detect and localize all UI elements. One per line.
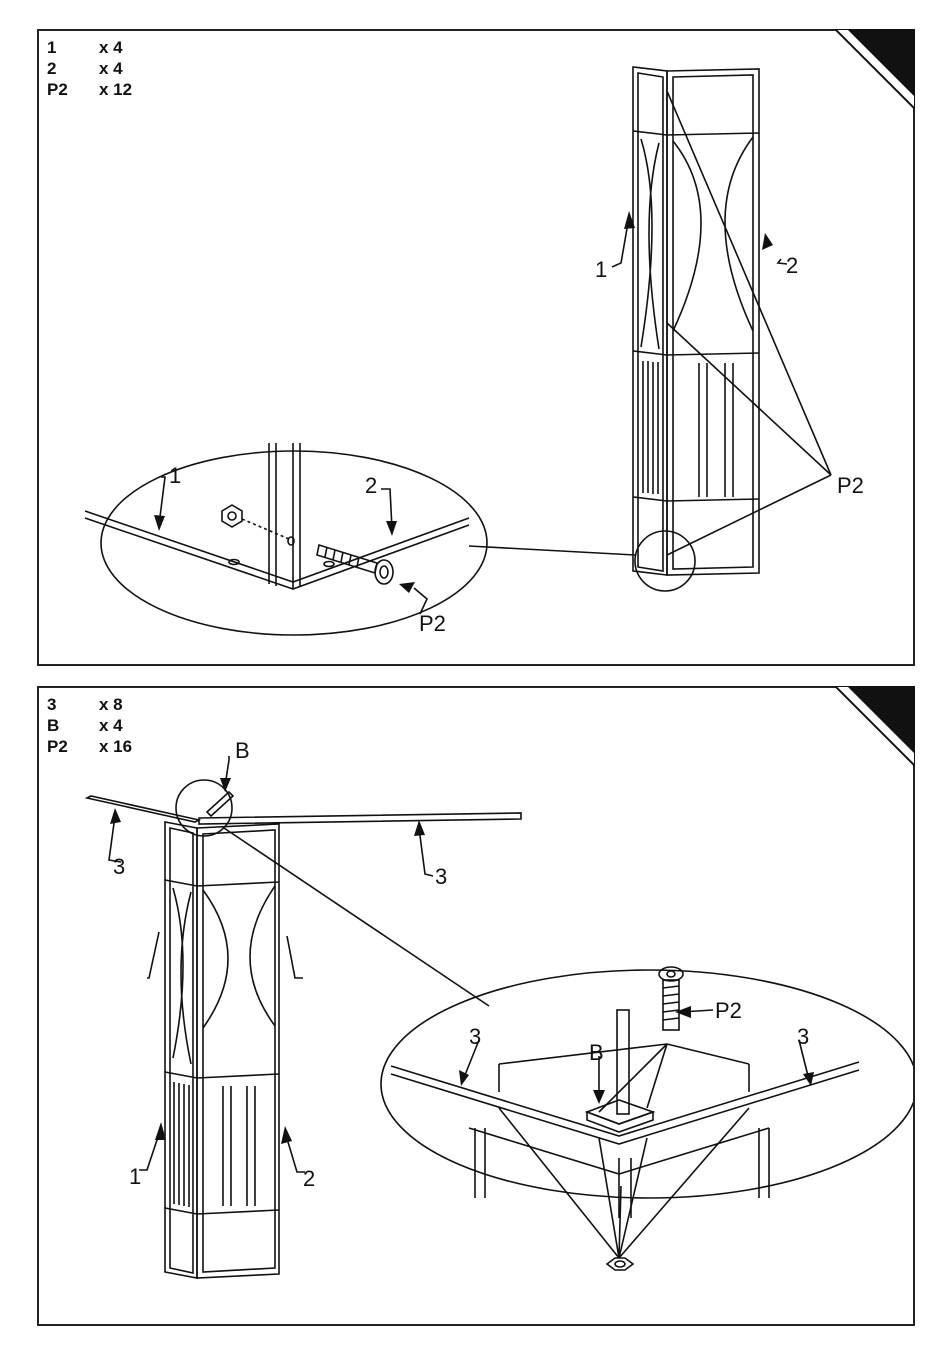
detail-label-part-2: 2 — [365, 473, 377, 498]
bolt-icon — [659, 967, 683, 1030]
callout-label-part-1: 1 — [129, 1164, 141, 1189]
detail-connector-line — [469, 546, 635, 555]
front-panel-2 — [197, 824, 279, 1278]
callout-label-bolt-p2: P2 — [837, 473, 864, 498]
callout-label-beam-3-left: 3 — [113, 854, 125, 879]
detail-connector-line — [224, 828, 489, 1006]
detail-label-part-1: 1 — [169, 463, 181, 488]
detail-magnified-view — [381, 967, 913, 1270]
callout-label-bracket-b: B — [235, 738, 250, 763]
step-2-illustration: B 3 3 1 2 P2 B 3 3 — [39, 688, 913, 1324]
hex-nut-icon — [607, 1258, 633, 1270]
callout-leader — [287, 936, 303, 978]
detail-magnified-view — [85, 443, 487, 635]
callout-leader — [147, 932, 159, 978]
top-beam-left — [87, 796, 199, 822]
bolt-icon — [317, 545, 393, 584]
detail-callout-circle — [635, 531, 695, 591]
step-1-illustration: 1 2 P2 1 2 P2 — [39, 31, 913, 664]
assembly-step-1-panel: 1 x 4 2 x 4 P2 x 12 — [37, 29, 915, 666]
detail-label-bolt-p2: P2 — [419, 611, 446, 636]
post-stub — [617, 1010, 629, 1114]
detail-label-bracket-b: B — [589, 1040, 604, 1065]
callout-label-part-2: 2 — [303, 1166, 315, 1191]
top-beam-right — [199, 813, 521, 824]
detail-label-bolt-p2: P2 — [715, 998, 742, 1023]
bracket-plate — [587, 1100, 653, 1124]
assembly-step-2-panel: 3 x 8 B x 4 P2 x 16 — [37, 686, 915, 1326]
callout-label-beam-3-right: 3 — [435, 864, 447, 889]
callout-label-part-2: 2 — [786, 253, 798, 278]
front-panel-2 — [667, 69, 759, 575]
hex-nut-icon — [222, 505, 242, 527]
detail-label-beam-3-left: 3 — [469, 1024, 481, 1049]
side-panel-1 — [165, 822, 197, 1278]
callout-label-part-1: 1 — [595, 257, 607, 282]
side-panel-1 — [633, 67, 667, 575]
detail-label-beam-3-right: 3 — [797, 1024, 809, 1049]
